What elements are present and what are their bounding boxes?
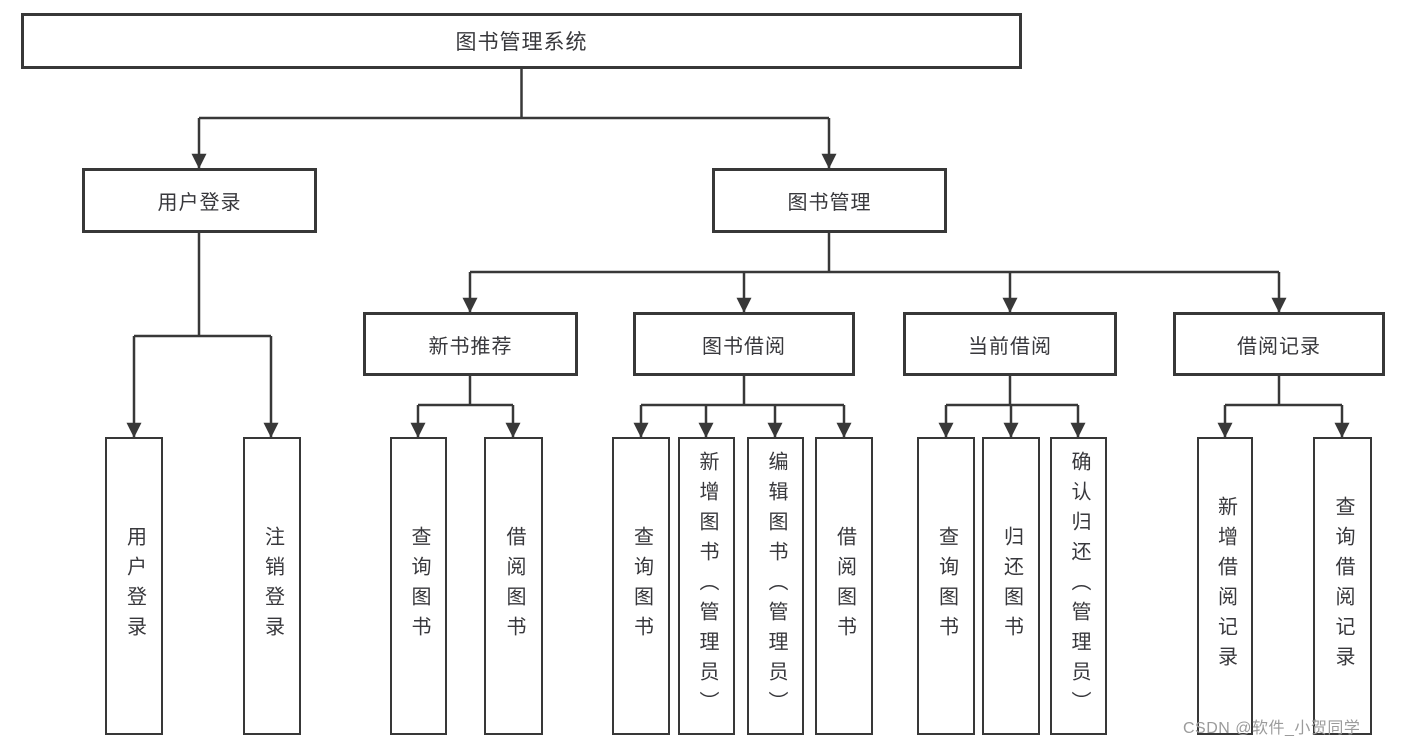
node-user-login: 用户登录 [82, 168, 317, 233]
leaf-query-borrow-record: 查询借阅记录 [1313, 437, 1372, 735]
node-label: 查询图书 [630, 526, 653, 646]
node-label: 确认归还（管理员） [1068, 451, 1090, 721]
node-label: 借阅记录 [1237, 335, 1321, 358]
node-label: 图书管理系统 [455, 31, 588, 54]
leaf-borrowing-borrow-book: 借阅图书 [815, 437, 873, 735]
leaf-return-book: 归还图书 [982, 437, 1040, 735]
leaf-add-book-admin: 新增图书（管理员） [678, 437, 735, 735]
node-label: 用户登录 [123, 526, 146, 646]
leaf-borrowing-query-book: 查询图书 [612, 437, 670, 735]
node-label: 借阅图书 [833, 526, 856, 646]
leaf-confirm-return-admin: 确认归还（管理员） [1050, 437, 1107, 735]
node-label: 归还图书 [1000, 526, 1023, 646]
csdn-watermark: CSDN @软件_小贺同学 [1183, 720, 1361, 737]
node-label: 注销登录 [261, 526, 284, 646]
node-book-management: 图书管理 [712, 168, 947, 233]
leaf-edit-book-admin: 编辑图书（管理员） [747, 437, 804, 735]
node-label: 查询借阅记录 [1332, 496, 1354, 676]
leaf-add-borrow-record: 新增借阅记录 [1197, 437, 1253, 735]
leaf-current-query-book: 查询图书 [917, 437, 975, 735]
node-label: 查询图书 [935, 526, 958, 646]
leaf-recommend-borrow-book: 借阅图书 [484, 437, 543, 735]
node-label: 当前借阅 [968, 335, 1052, 358]
leaf-recommend-query-book: 查询图书 [390, 437, 447, 735]
node-label: 新增图书（管理员） [696, 451, 718, 721]
node-label: 查询图书 [408, 526, 430, 646]
node-borrowing-records: 借阅记录 [1173, 312, 1385, 376]
node-library-management-system: 图书管理系统 [21, 13, 1022, 69]
node-label: 新书推荐 [428, 335, 513, 358]
leaf-user-login: 用户登录 [105, 437, 163, 735]
node-new-book-recommendation: 新书推荐 [363, 312, 578, 376]
node-label: 新增借阅记录 [1214, 496, 1237, 676]
node-label: 图书借阅 [702, 335, 786, 358]
node-book-borrowing: 图书借阅 [633, 312, 855, 376]
node-label: 用户登录 [157, 192, 242, 214]
node-label: 借阅图书 [503, 526, 525, 646]
node-label: 图书管理 [787, 192, 872, 214]
node-current-borrowing: 当前借阅 [903, 312, 1117, 376]
node-label: 编辑图书（管理员） [765, 451, 787, 721]
leaf-logout: 注销登录 [243, 437, 301, 735]
